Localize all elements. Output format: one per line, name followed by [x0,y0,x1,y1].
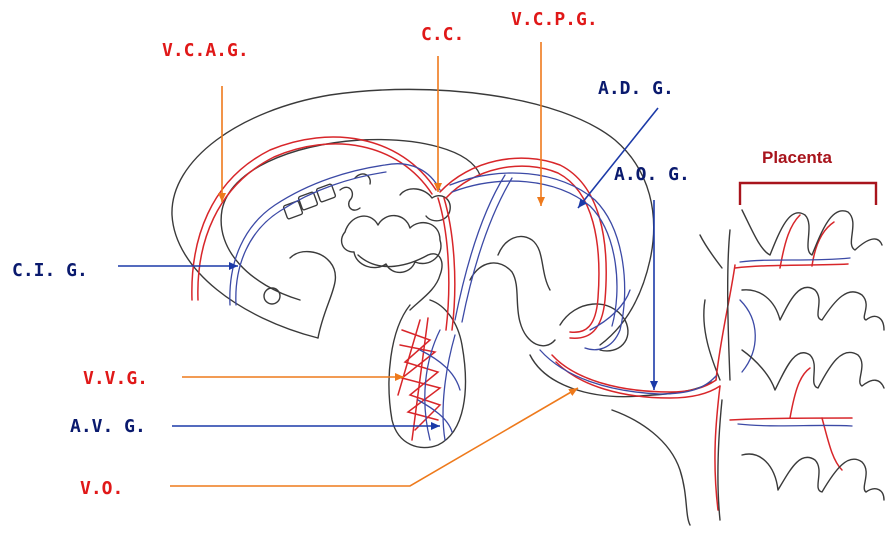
adg-label: A.D. G. [598,78,674,99]
vvg-label: V.V.G. [83,368,148,389]
cig-label: C.I. G. [12,260,88,281]
eye-outline [264,288,280,304]
avg-label: A.V. G. [70,416,146,437]
pointer-arrows [118,42,658,486]
embryo-outline [172,89,722,525]
adg-pointer [578,108,658,208]
placenta-villi [718,210,884,520]
vo-pointer [170,388,578,486]
aog-label: A.O. G. [614,164,690,185]
vo-label: V.O. [80,478,123,499]
vcpg-label: V.C.P.G. [511,9,598,30]
placenta-label: Placenta [762,148,832,167]
vcag-label: V.C.A.G. [162,40,249,61]
placenta-bracket [740,183,876,205]
cc-label: C.C. [421,24,464,45]
